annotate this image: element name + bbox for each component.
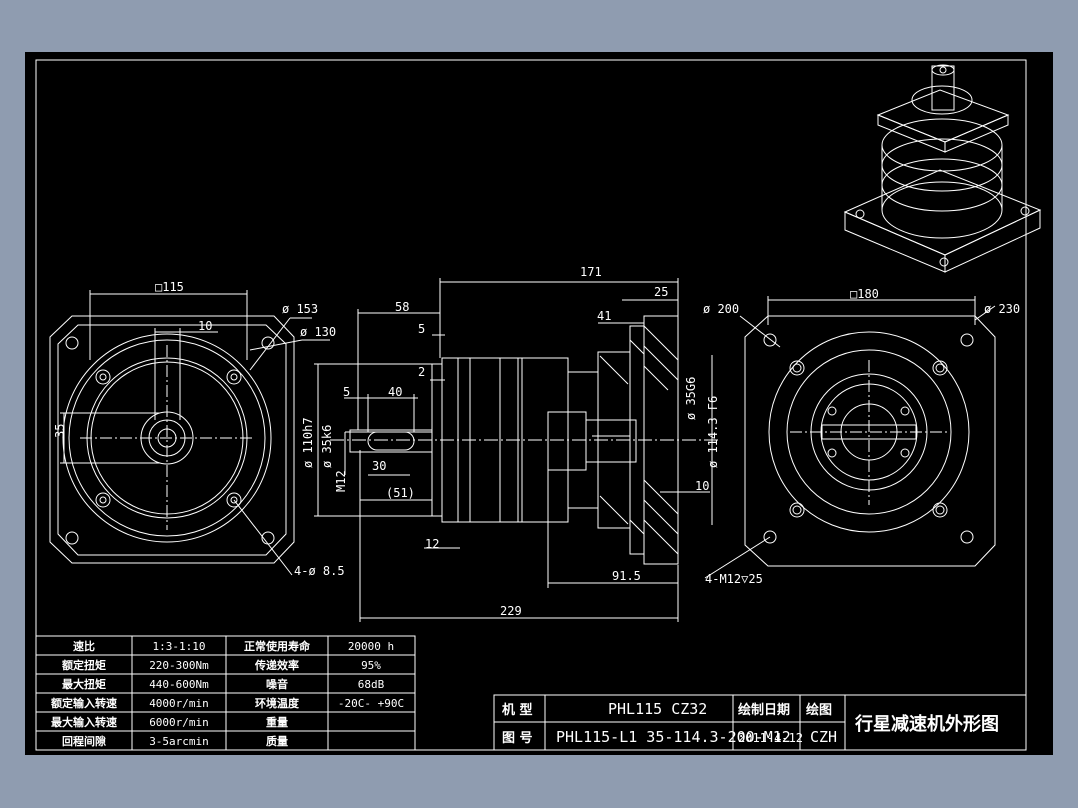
- spec-cell-v2-row1: 95%: [361, 659, 381, 672]
- spec-cell-k1-row0: 速比: [73, 639, 95, 653]
- spec-cell-v1-row2: 440-600Nm: [149, 678, 209, 691]
- side-len-915: 91.5: [612, 569, 641, 583]
- side-d114: ø 114.3 F6: [706, 396, 720, 468]
- spec-cell-k1-row3: 额定输入转速: [51, 696, 117, 710]
- spec-table: 速比 1:3-1:10 正常使用寿命 20000 h 额定扭矩 220-300Nm 传递效率…: [51, 639, 404, 748]
- side-len-41: 41: [597, 309, 611, 323]
- isometric-view: [843, 64, 1042, 273]
- rear-d200-label: ø 200: [703, 302, 739, 316]
- side-d110: ø 110h7: [301, 417, 315, 468]
- spec-cell-v1-row0: 1:3-1:10: [153, 640, 206, 653]
- side-len-12: 12: [425, 537, 439, 551]
- side-len-30: 30: [372, 459, 386, 473]
- side-d35k6: ø 35k6: [320, 425, 334, 468]
- front-key-width-label: 10: [198, 319, 212, 333]
- front-d153-label: ø 153: [282, 302, 318, 316]
- spec-cell-v1-row5: 3-5arcmin: [149, 735, 209, 748]
- spec-cell-k1-row1: 额定扭矩: [62, 658, 106, 672]
- side-m12: M12: [334, 470, 348, 492]
- spec-cell-v2-row2: 68dB: [358, 678, 385, 691]
- date-label: 绘制日期: [738, 702, 790, 718]
- spec-cell-k2-row3: 环境温度: [255, 696, 300, 710]
- spec-cell-v2-row3: -20C- +90C: [338, 697, 404, 710]
- spec-cell-v1-row4: 6000r/min: [149, 716, 209, 729]
- spec-cell-k2-row4: 重量: [266, 715, 288, 729]
- side-len-2: 2: [418, 365, 425, 379]
- spec-table-grid: [35, 635, 416, 751]
- spec-cell-k2-row2: 噪音: [266, 677, 288, 691]
- front-holes-label: 4-ø 8.5: [294, 564, 345, 578]
- side-len-58: 58: [395, 300, 409, 314]
- side-len-5b: 5: [343, 385, 350, 399]
- side-len-5a: 5: [418, 322, 425, 336]
- drawing-no-label: 图 号: [502, 731, 533, 746]
- spec-cell-k1-row4: 最大输入转速: [51, 715, 117, 729]
- date-value: 2011-4-12: [738, 731, 803, 745]
- title-block-grid: [493, 694, 1027, 751]
- spec-cell-k2-row0: 正常使用寿命: [244, 639, 311, 653]
- spec-cell-k1-row2: 最大扭矩: [62, 677, 106, 691]
- side-len-25: 25: [654, 285, 668, 299]
- drawer-label: 绘图: [806, 702, 832, 718]
- front-d130-label: ø 130: [300, 325, 336, 339]
- front-square-label: □115: [155, 280, 184, 294]
- spec-cell-k2-row1: 传递效率: [254, 658, 299, 672]
- rear-d230-label: ø 230: [984, 302, 1020, 316]
- drawing-title: 行星减速机外形图: [854, 713, 999, 735]
- side-view: [314, 278, 720, 622]
- model-label: 机 型: [502, 702, 533, 718]
- side-len-51: (51): [386, 486, 415, 500]
- spec-cell-k2-row5: 质量: [266, 734, 288, 748]
- rear-view: [704, 296, 996, 579]
- spec-cell-k1-row5: 回程间隙: [62, 734, 106, 748]
- drawer-value: CZH: [810, 728, 837, 746]
- spec-cell-v1-row1: 220-300Nm: [149, 659, 209, 672]
- model-value: PHL115 CZ32: [608, 700, 707, 718]
- side-d35g6: ø 35G6: [684, 377, 698, 420]
- rear-holes-label: 4-M12▽25: [705, 572, 763, 586]
- drawing-no-value: PHL115-L1 35-114.3-200-M12: [556, 728, 791, 746]
- front-view: [49, 290, 330, 576]
- side-len-171: 171: [580, 265, 602, 279]
- side-len-10: 10: [695, 479, 709, 493]
- side-len-40: 40: [388, 385, 402, 399]
- side-len-229: 229: [500, 604, 522, 618]
- front-height-35-label: 35: [53, 424, 67, 438]
- spec-cell-v2-row0: 20000 h: [348, 640, 394, 653]
- rear-square-label: □180: [850, 287, 879, 301]
- spec-cell-v1-row3: 4000r/min: [149, 697, 209, 710]
